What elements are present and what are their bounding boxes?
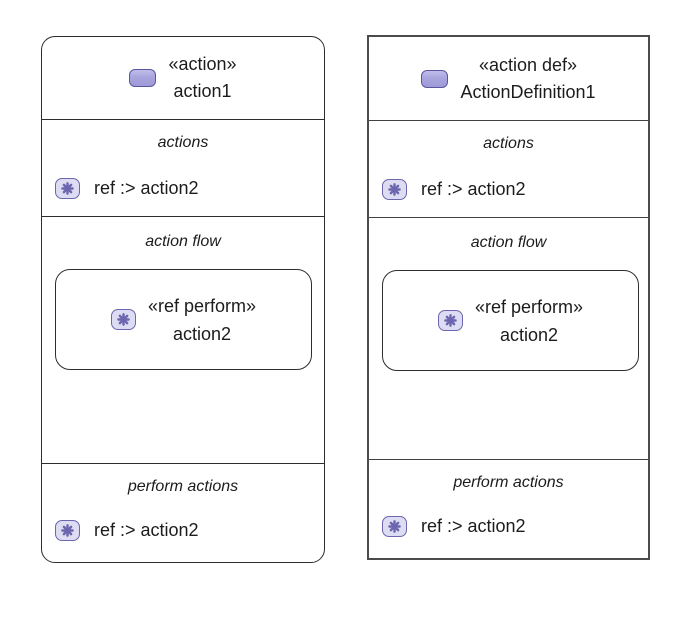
compartment-label-perform-actions: perform actions xyxy=(453,474,564,491)
ref-perform-title: «ref perform» action2 xyxy=(148,292,256,348)
ref-perform-stereotype: «ref perform» xyxy=(474,296,584,317)
ref-perform-title: «ref perform» action2 xyxy=(475,293,583,349)
compartment-label-actions: actions xyxy=(157,134,209,151)
compartment-label-perform-actions: perform actions xyxy=(127,478,239,495)
asterisk-icon xyxy=(382,515,407,537)
compartment-label-actions: actions xyxy=(483,135,534,152)
ref-perform-name: action2 xyxy=(499,324,559,345)
action-icon xyxy=(421,69,449,88)
node-stereotype: «action» xyxy=(168,54,237,74)
compartment-action-flow: action flow «ref perform» action2 xyxy=(369,217,648,459)
asterisk-icon xyxy=(382,178,407,200)
compartment-action-flow: action flow «ref perform» action2 xyxy=(42,216,324,463)
compartment-actions: actions ref :> action2 xyxy=(369,120,648,217)
ref-perform-node[interactable]: «ref perform» action2 xyxy=(55,269,312,370)
compartment-label-action-flow: action flow xyxy=(145,233,221,250)
perform-item-row[interactable]: ref :> action2 xyxy=(369,514,648,538)
ref-perform-stereotype: «ref perform» xyxy=(147,295,257,316)
node-header: «action def» ActionDefinition1 xyxy=(369,37,648,120)
node-name: action1 xyxy=(173,81,232,101)
action-item-row[interactable]: ref :> action2 xyxy=(42,176,324,200)
asterisk-icon xyxy=(437,310,463,331)
action-item-row[interactable]: ref :> action2 xyxy=(369,177,648,201)
perform-item-label: ref :> action2 xyxy=(421,516,526,536)
compartment-label-action-flow: action flow xyxy=(470,234,547,251)
compartment-perform-actions: perform actions ref :> action2 xyxy=(369,459,648,558)
action-item-label: ref :> action2 xyxy=(94,178,199,198)
asterisk-icon xyxy=(55,519,80,541)
ref-perform-name: action2 xyxy=(172,323,232,344)
action-usage-node[interactable]: «action» action1 actions ref :> action2 … xyxy=(41,36,325,563)
action-icon xyxy=(129,69,157,87)
asterisk-icon xyxy=(110,309,136,330)
node-stereotype: «action def» xyxy=(478,54,578,75)
perform-item-row[interactable]: ref :> action2 xyxy=(42,518,324,542)
node-title: «action» action1 xyxy=(168,51,236,105)
asterisk-icon xyxy=(55,177,80,199)
node-header: «action» action1 xyxy=(42,37,324,119)
compartment-actions: actions ref :> action2 xyxy=(42,119,324,216)
node-name: ActionDefinition1 xyxy=(460,81,596,102)
action-item-label: ref :> action2 xyxy=(421,179,526,199)
action-definition-node[interactable]: «action def» ActionDefinition1 actions r… xyxy=(367,35,650,560)
node-title: «action def» ActionDefinition1 xyxy=(460,52,595,106)
ref-perform-node[interactable]: «ref perform» action2 xyxy=(382,270,639,371)
perform-item-label: ref :> action2 xyxy=(94,520,199,540)
compartment-perform-actions: perform actions ref :> action2 xyxy=(42,463,324,562)
